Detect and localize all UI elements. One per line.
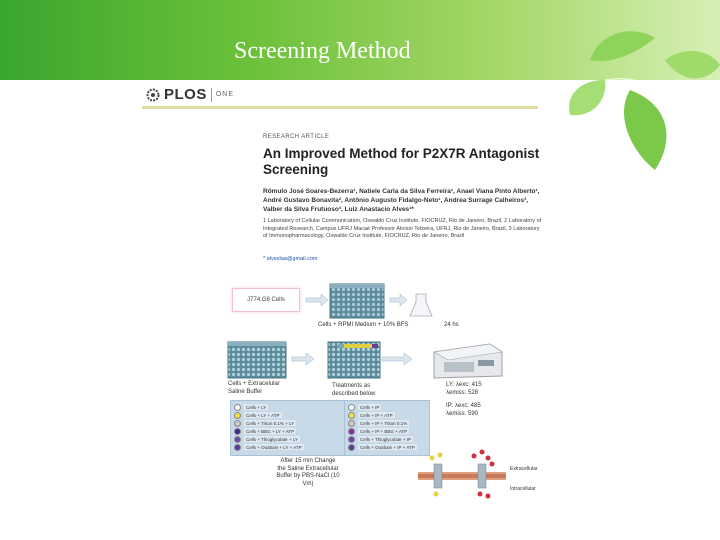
plos-wordmark: PLOS: [164, 86, 207, 103]
table-row: Cells + Thioglycolate + LY: [234, 435, 300, 443]
treatments-table-left: Cells + LY Cells + LY + ATP Cells + Trit…: [230, 400, 350, 456]
treatments-label: Treatments as described below: [332, 383, 376, 397]
slide-title: Screening Method: [234, 38, 411, 64]
plos-logo: PLOS ONE: [146, 86, 234, 103]
plos-logo-icon: [146, 88, 160, 101]
article-title: An Improved Method for P2X7R Antagonist …: [263, 146, 540, 177]
paper-header: PLOS ONE RESEARCH ARTICLE An Improved Me…: [142, 84, 542, 270]
cells-label: J774.G8 Cells: [232, 288, 300, 312]
dot-r0: [348, 403, 355, 411]
table-row: Cells + IP: [348, 403, 382, 411]
dot-3: [234, 427, 241, 435]
table-row: Cells + Thioglycolate + IP: [348, 435, 413, 443]
article-type: RESEARCH ARTICLE: [263, 134, 330, 140]
dot-r4: [348, 435, 355, 443]
dot-2: [234, 419, 241, 427]
arrow-4: [381, 352, 413, 366]
time-label: 24 hs: [444, 322, 459, 328]
table-row: Cells + LY: [234, 403, 269, 411]
ip-wavelengths: IP: λexc: 485 λemiss: 590: [446, 403, 481, 417]
plate-2: [227, 341, 287, 379]
dot-r1: [348, 411, 355, 419]
membrane-diagram: [418, 449, 506, 499]
table-row: Cells + IP + ATP: [348, 411, 395, 419]
article-authors: Rômulo José Soares-Bezerra¹, Natiele Car…: [263, 188, 540, 213]
intracellular-label: Intracellular: [510, 486, 536, 492]
extracellular-label: Extracellular: [510, 466, 538, 472]
leaf-4: [569, 80, 606, 116]
dot-r2: [348, 419, 355, 427]
table-row: Cells + Triton 0.1% + LY: [234, 419, 297, 427]
paper-rule: [142, 106, 538, 109]
treatments-table-right: Cells + IP Cells + IP + ATP Cells + IP +…: [344, 400, 430, 456]
dot-r3: [348, 427, 355, 435]
article-affiliations: 1 Laboratory of Cellular Communication, …: [263, 218, 542, 239]
table-row: Cells + LY + ATP: [234, 411, 282, 419]
table-row: Cells + Ouabain + LY + ATP: [234, 443, 304, 451]
scheme-graphics: [227, 283, 506, 499]
arrow-2: [389, 293, 408, 307]
ly-wavelengths: LY: λexc: 415 λemiss: 528: [446, 382, 482, 396]
dot-5: [234, 443, 241, 451]
table-row: Cells + IP + Triton 0.1%: [348, 419, 410, 427]
leaves-decoration: [569, 31, 720, 170]
dot-1: [234, 411, 241, 419]
after-label: After 15 min Change the Saline Extracell…: [276, 458, 340, 487]
arrow-1: [305, 293, 329, 307]
table-row: Cells + BBG + LY + ATP: [234, 427, 297, 435]
arrow-3: [291, 352, 315, 366]
saline-label: Cells + Extracelular Saline Buffer: [228, 381, 280, 395]
leaf-1: [590, 31, 655, 61]
medium-label: Cells + RPMI Medium + 10% BFS: [318, 322, 409, 328]
leaf-stem: [604, 78, 656, 91]
dot-r5: [348, 443, 355, 451]
title-banner: [0, 0, 720, 80]
table-row: Cells + Ouabain + IP + ATP: [348, 443, 417, 451]
leaf-3: [665, 50, 720, 79]
plos-one: ONE: [215, 91, 235, 98]
article-email[interactable]: * alveslaa@gmail.com: [263, 256, 318, 262]
leaf-2: [624, 90, 667, 170]
plos-separator: [210, 87, 212, 102]
flask-icon: [409, 293, 433, 317]
dot-0: [234, 403, 241, 411]
dot-4: [234, 435, 241, 443]
method-scheme: J774.G8 Cells: [226, 282, 546, 512]
table-row: Cells + IP + BBG + ATP: [348, 427, 410, 435]
plate-reader-device: [433, 343, 503, 379]
plate-1: [329, 283, 385, 319]
